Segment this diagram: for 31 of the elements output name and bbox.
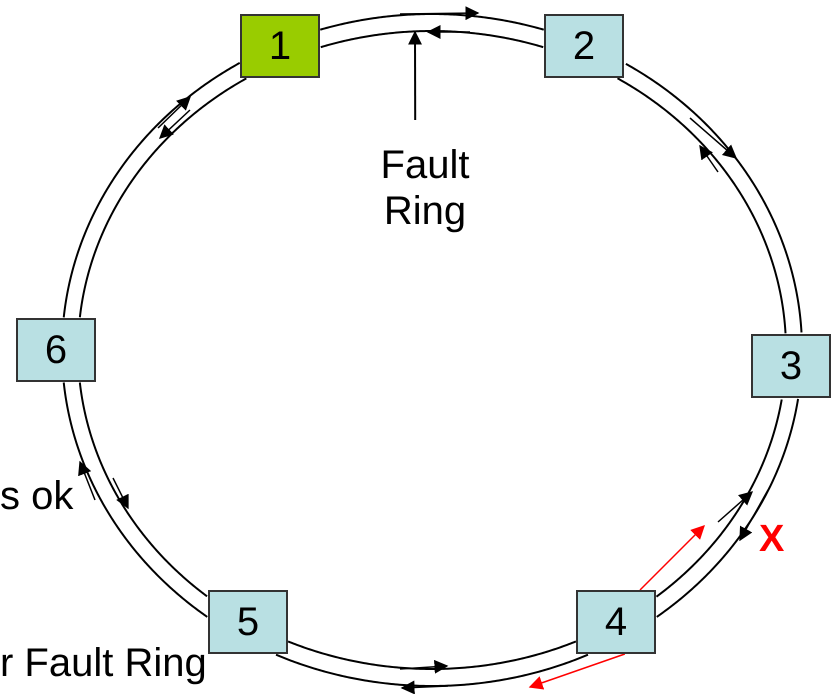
node-box xyxy=(16,318,96,382)
node-number: 6 xyxy=(44,330,68,370)
ring-line xyxy=(276,654,588,687)
node-box xyxy=(544,14,624,78)
ring-label: Fault Ring xyxy=(380,142,470,234)
ring-line xyxy=(320,30,544,48)
ring-line xyxy=(78,382,208,598)
arrow xyxy=(639,525,705,591)
ring-line xyxy=(656,399,783,598)
note-text: s ok xyxy=(0,476,74,516)
node-number: 1 xyxy=(268,26,292,66)
node-box xyxy=(240,14,320,78)
ring-line xyxy=(288,640,576,670)
node-number: 4 xyxy=(604,602,628,642)
ring-line xyxy=(320,13,544,31)
arrow xyxy=(528,653,626,690)
ring-line xyxy=(78,78,247,318)
ring-line xyxy=(617,77,787,334)
ring-line xyxy=(625,62,802,332)
node-box xyxy=(576,590,656,654)
node-number: 2 xyxy=(572,26,596,66)
node-number: 5 xyxy=(236,602,260,642)
node-box xyxy=(751,334,831,398)
leader-line xyxy=(408,30,422,120)
note-text: r Fault Ring xyxy=(0,643,207,683)
node-box xyxy=(208,590,288,654)
node-number: 3 xyxy=(780,346,802,386)
ring-line xyxy=(656,398,800,618)
ring-line xyxy=(62,382,208,618)
fault-mark: X xyxy=(759,520,784,558)
ring-line xyxy=(62,62,240,318)
